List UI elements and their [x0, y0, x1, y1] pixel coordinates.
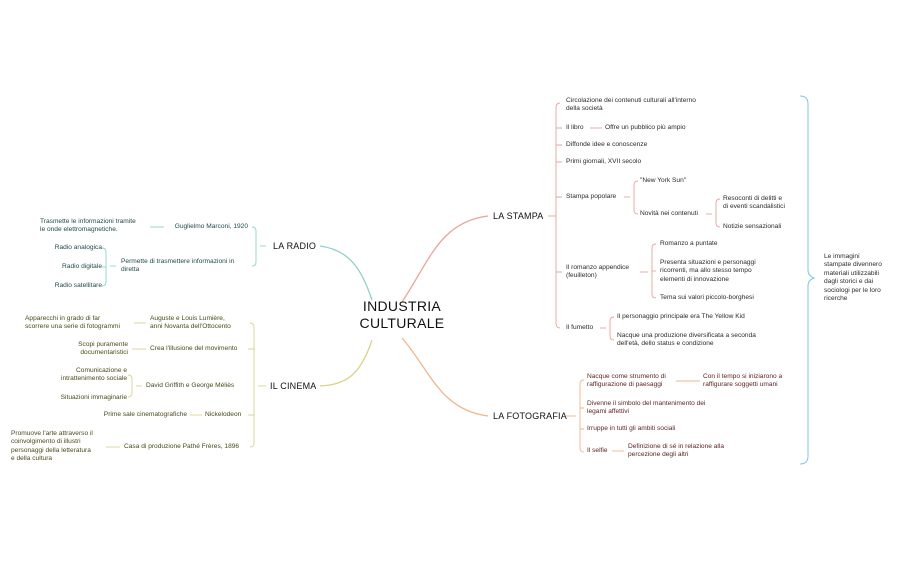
node-pubblico-ampio[interactable]: Offre un pubblico più ampio: [605, 124, 686, 131]
node-simbolo-legami[interactable]: Divenne il simbolo del mantenimento dei …: [587, 400, 706, 416]
node-il-libro[interactable]: Il libro: [566, 124, 584, 131]
node-yellow-kid[interactable]: Il personaggio principale era The Yellow…: [617, 313, 745, 320]
node-radio-analogica[interactable]: Radio analogica: [54, 244, 102, 251]
node-onde-elettromagnetiche[interactable]: Trasmette le informazioni tramite le ond…: [40, 218, 136, 234]
node-trasmettere-diretta[interactable]: Permette di trasmettere informazioni in …: [121, 258, 235, 274]
node-diffonde[interactable]: Diffonde idee e conoscenze: [566, 141, 648, 148]
node-tema-valori[interactable]: Tema sui valori piccolo-borghesi: [660, 294, 754, 301]
node-radio-satellitare[interactable]: Radio satellitare: [54, 282, 102, 289]
node-apparecchi-fotogrammi[interactable]: Apparecchi in grado di far scorrere una …: [25, 315, 120, 331]
branch-la-stampa[interactable]: LA STAMPA: [493, 211, 544, 221]
node-irruppe[interactable]: Irruppe in tutti gli ambiti sociali: [587, 425, 676, 432]
node-comunicazione-intrattenimento[interactable]: Comunicazione e intrattenimento sociale: [61, 367, 127, 383]
node-resoconti[interactable]: Resoconti di delitti e di eventi scandal…: [723, 195, 785, 211]
node-circolazione[interactable]: Circolazione dei contenuti culturali all…: [566, 97, 696, 113]
node-pathe-freres[interactable]: Casa di produzione Pathé Frères, 1896: [124, 443, 240, 450]
node-il-selfie[interactable]: Il selfie: [587, 447, 608, 454]
node-produzione-diversificata[interactable]: Nacque una produzione diversificata a se…: [617, 332, 756, 348]
node-lumiere[interactable]: Auguste e Louis Lumière, anni Novanta de…: [150, 315, 231, 331]
node-scopi-documentaristici[interactable]: Scopi puramente documentaristici: [78, 341, 128, 357]
node-definizione-se[interactable]: Definizione di sé in relazione alla perc…: [628, 443, 725, 459]
node-novita-contenuti[interactable]: Novità nei contenuti: [640, 210, 698, 217]
node-romanzo-appendice[interactable]: Il romanzo appendice (feuilleton): [566, 264, 630, 280]
node-stampa-popolare[interactable]: Stampa popolare: [566, 193, 617, 200]
summary-note[interactable]: Le immagini stampate divennero materiali…: [824, 253, 882, 303]
node-griffith-melies[interactable]: David Griffith e George Méliès: [146, 382, 235, 389]
node-new-york-sun[interactable]: "New York Sun": [640, 177, 687, 184]
node-situazioni-immaginarie[interactable]: Situazioni immaginarie: [60, 394, 127, 401]
node-strumento-paesaggi[interactable]: Nacque come strumento di raffigurazione …: [587, 373, 666, 389]
node-il-fumetto[interactable]: Il fumetto: [566, 324, 594, 331]
node-situazioni-personaggi[interactable]: Presenta situazioni e personaggi ricorre…: [660, 259, 756, 283]
central-topic-line2: CULTURALE: [359, 315, 445, 331]
node-notizie-sensazionali[interactable]: Notizie sensazionali: [723, 223, 782, 230]
node-romanzo-puntate[interactable]: Romanzo a puntate: [660, 240, 718, 247]
node-promuove-arte[interactable]: Promuove l'arte attraverso il coinvolgim…: [11, 430, 93, 463]
central-topic[interactable]: INDUSTRIA CULTURALE: [350, 298, 454, 332]
branch-la-fotografia[interactable]: LA FOTOGRAFIA: [493, 411, 567, 421]
branch-il-cinema[interactable]: IL CINEMA: [270, 381, 317, 391]
node-nickelodeon[interactable]: Nickelodeon: [205, 411, 242, 418]
node-illusione-movimento[interactable]: Crea l'illusione del movimento: [150, 345, 238, 352]
node-guglielmo-marconi[interactable]: Guglielmo Marconi, 1920: [174, 223, 248, 230]
node-primi-giornali[interactable]: Primi giornali, XVII secolo: [566, 158, 642, 165]
branch-la-radio[interactable]: LA RADIO: [273, 241, 317, 251]
node-radio-digitale[interactable]: Radio digitale: [62, 263, 102, 270]
node-soggetti-umani[interactable]: Con il tempo si iniziarono a raffigurare…: [703, 373, 783, 389]
node-prime-sale[interactable]: Prime sale cinematografiche: [103, 411, 187, 418]
central-topic-line1: INDUSTRIA: [362, 298, 442, 314]
